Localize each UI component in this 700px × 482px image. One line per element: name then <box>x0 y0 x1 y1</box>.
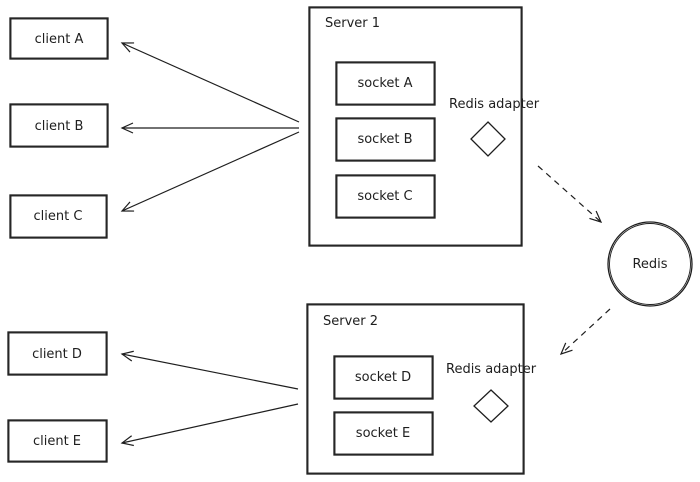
client-a-node: client A <box>9 17 109 60</box>
client-d-node: client D <box>7 331 108 376</box>
edge-server-1-client-c <box>120 131 300 212</box>
server-2-node: Server 2 socket D socket E Redis adapter <box>306 303 537 475</box>
client-b-label: client B <box>35 119 84 134</box>
socket-e-node: socket E <box>333 411 434 456</box>
redis-adapter-label-2: Redis adapter <box>446 362 537 377</box>
client-a-label: client A <box>35 32 84 47</box>
socket-a-label: socket A <box>357 76 412 91</box>
redis-adapter-1-icon <box>470 121 506 157</box>
client-c-node: client C <box>9 194 108 239</box>
socket-d-node: socket D <box>333 355 434 400</box>
client-e-label: client E <box>33 434 81 449</box>
redis-adapter-2-icon <box>473 389 509 423</box>
socket-a-node: socket A <box>335 61 436 106</box>
edge-redis-server-2 <box>559 308 611 355</box>
socket-d-label: socket D <box>355 370 411 385</box>
redis-node: Redis <box>607 221 693 307</box>
client-d-label: client D <box>32 347 82 362</box>
socket-c-label: socket C <box>357 189 412 204</box>
socket-e-label: socket E <box>356 426 410 441</box>
server-1-title: Server 1 <box>325 16 380 31</box>
socket-b-node: socket B <box>335 117 436 162</box>
client-e-node: client E <box>7 419 108 463</box>
server-1-node: Server 1 socket A socket B socket C Redi… <box>308 6 540 247</box>
edge-server-1-client-a <box>120 42 300 123</box>
server-2-title: Server 2 <box>323 314 378 329</box>
redis-label: Redis <box>632 257 667 272</box>
socket-c-node: socket C <box>335 174 436 219</box>
edge-server-2-client-d <box>120 350 299 390</box>
edge-server-2-client-e <box>120 403 299 447</box>
socket-b-label: socket B <box>357 132 412 147</box>
redis-adapter-label-1: Redis adapter <box>449 97 540 112</box>
edge-server-1-redis <box>537 165 603 223</box>
client-c-label: client C <box>34 209 83 224</box>
client-b-node: client B <box>9 103 109 148</box>
